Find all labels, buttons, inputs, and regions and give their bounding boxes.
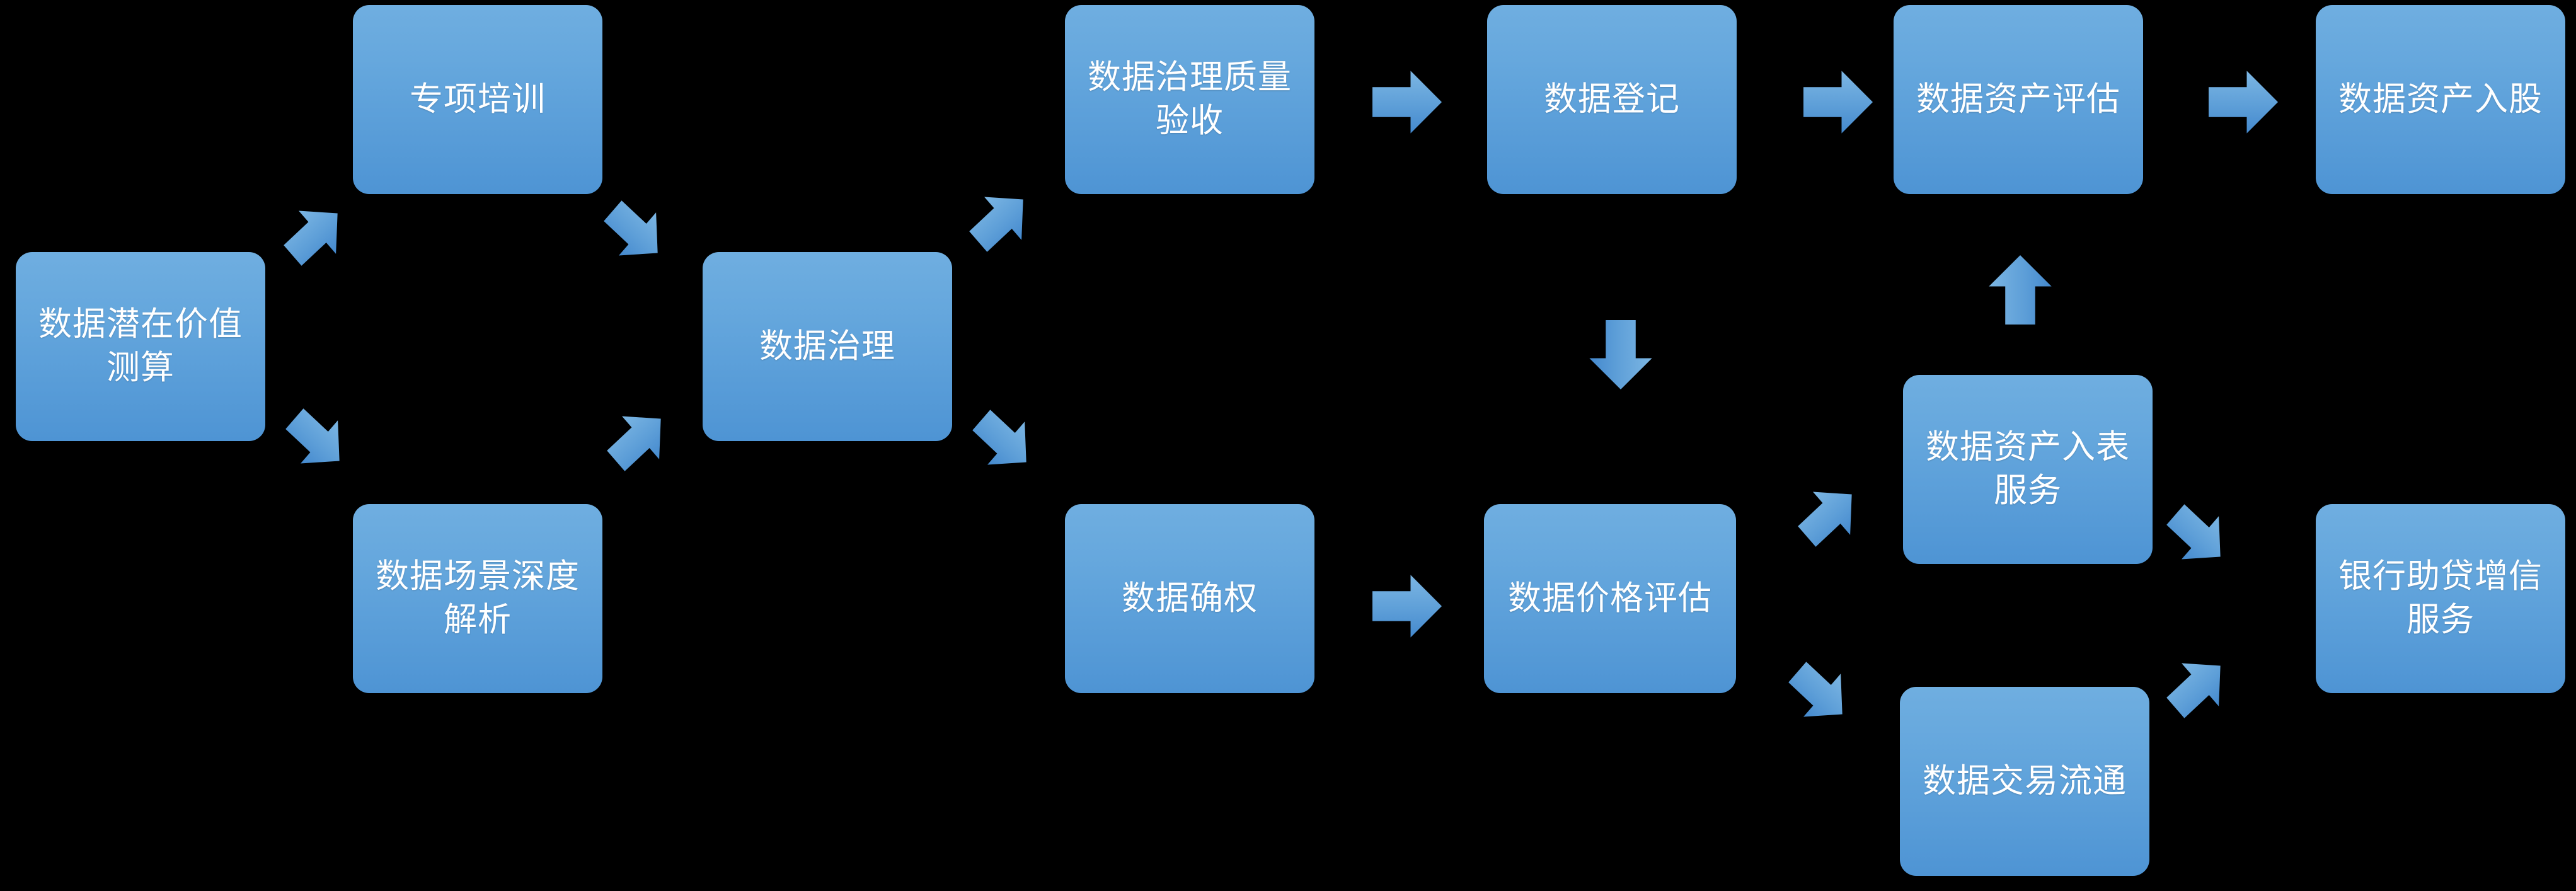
process-node-label: 数据登记: [1544, 80, 1680, 118]
arrow-up-right-to-training-icon: [284, 203, 345, 266]
process-node-label: 数据资产评估: [1916, 80, 2120, 118]
process-node-n7[interactable]: 数据资产评估: [1894, 5, 2143, 194]
arrow-down-right-training-to-governance-icon: [604, 200, 665, 263]
arrow-down-right-onbalance-to-bankloan-icon: [2166, 504, 2228, 567]
arrow-up-right-governance-to-acceptance-icon: [969, 189, 1031, 252]
process-node-n8[interactable]: 数据资产入股: [2316, 5, 2565, 194]
process-node-label: 数据治理: [759, 327, 895, 365]
arrow-up-right-scenario-to-governance-icon: [607, 408, 669, 471]
process-node-n4[interactable]: 数据治理: [703, 252, 952, 441]
arrow-right-registration-to-assessment-icon: [1803, 68, 1873, 136]
arrow-down-registration-to-pricing-icon: [1587, 320, 1655, 389]
process-node-label: 银行助贷增信服务: [2338, 558, 2543, 638]
process-node-label: 数据潜在价值测算: [38, 306, 243, 386]
process-node-n12[interactable]: 数据交易流通: [1900, 687, 2149, 876]
arrow-up-right-pricing-to-onbalance-icon: [1798, 484, 1860, 547]
process-node-label: 数据确权: [1122, 579, 1258, 617]
process-node-n2[interactable]: 专项培训: [353, 5, 602, 194]
process-node-n1[interactable]: 数据潜在价值测算: [16, 252, 265, 441]
process-node-label: 专项培训: [410, 80, 546, 118]
process-node-n13[interactable]: 银行助贷增信服务: [2316, 504, 2565, 693]
arrow-right-acceptance-to-registration-icon: [1372, 68, 1442, 136]
arrow-right-assessment-to-equity-icon: [2209, 68, 2278, 136]
process-node-n3[interactable]: 数据场景深度解析: [353, 504, 602, 693]
arrow-down-right-governance-to-rights-icon: [972, 410, 1034, 473]
process-node-label: 数据治理质量验收: [1088, 59, 1292, 139]
arrow-right-rights-to-pricing-icon: [1372, 572, 1442, 640]
arrow-down-right-to-scenario-icon: [285, 408, 347, 471]
arrow-up-onbalance-to-assessment-icon: [1986, 255, 2054, 325]
process-node-label: 数据交易流通: [1923, 762, 2127, 800]
arrow-up-right-trading-to-bankloan-icon: [2166, 655, 2228, 718]
process-node-n9[interactable]: 数据确权: [1065, 504, 1314, 693]
process-node-n10[interactable]: 数据价格评估: [1484, 504, 1736, 693]
process-node-n11[interactable]: 数据资产入表服务: [1903, 375, 2153, 564]
process-node-label: 数据场景深度解析: [376, 558, 580, 638]
process-node-label: 数据价格评估: [1508, 579, 1712, 617]
process-node-label: 数据资产入股: [2338, 80, 2543, 118]
process-node-n5[interactable]: 数据治理质量验收: [1065, 5, 1314, 194]
arrow-down-right-pricing-to-trading-icon: [1788, 662, 1850, 725]
process-node-label: 数据资产入表服务: [1926, 428, 2130, 509]
process-node-n6[interactable]: 数据登记: [1487, 5, 1737, 194]
